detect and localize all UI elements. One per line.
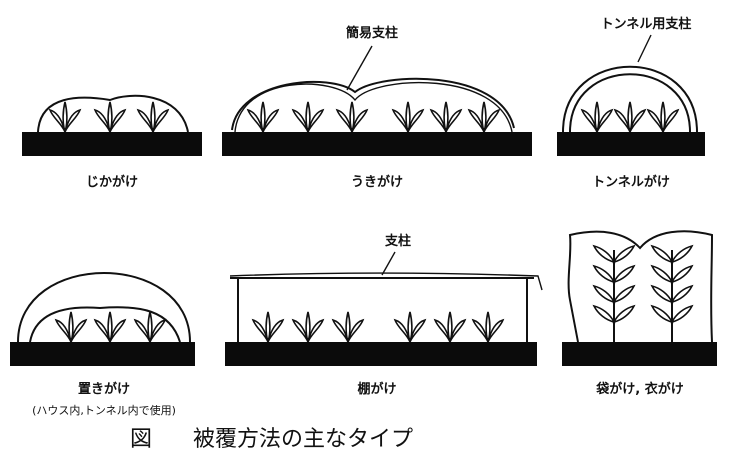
okigake-label: 置きがけ [78,381,130,397]
tunnel-label: トンネルがけ [592,174,670,190]
soil-bed [222,132,532,156]
soil-bed [557,132,705,156]
tunnel-diagram: トンネル用支柱 トンネルがけ [557,16,705,190]
shelf-cover [229,272,543,291]
jikagake-diagram: じかがけ [22,94,202,190]
cover-sheet [231,77,515,131]
support-arch-left [234,81,513,133]
placed-cover [29,306,181,343]
plants [49,101,169,133]
callout-line [637,34,652,63]
fukurogake-diagram: 袋がけ, 衣がけ [562,230,717,397]
fukurogake-label: 袋がけ, 衣がけ [595,381,683,397]
tanagake-diagram: 支柱 棚がけ [225,233,543,397]
house-arch [17,272,191,343]
soil-bed [562,342,717,366]
bag-cover [567,230,714,343]
tunnel-support-callout: トンネル用支柱 [601,16,692,32]
okigake-diagram: 置きがけ (ハウス内,トンネル内で使用) [10,272,195,417]
plants [581,101,679,133]
plants [593,245,693,323]
figure-caption: 図 被覆方法の主なタイプ [130,427,413,452]
soil-bed [10,342,195,366]
ukigake-label: うきがけ [351,174,403,190]
soil-bed [22,132,202,156]
okigake-note: (ハウス内,トンネル内で使用) [32,403,176,417]
plants [252,311,504,343]
plants [55,311,166,343]
floating-cover [37,94,189,133]
support-callout: 支柱 [384,233,411,249]
ukigake-diagram: 簡易支柱 うきがけ [222,25,532,190]
callout-line [346,45,373,91]
tanagake-label: 棚がけ [357,381,396,397]
tunnel-support-outer [562,65,698,133]
jikagake-label: じかがけ [86,174,138,190]
figure-title: 被覆方法の主なタイプ [193,427,413,452]
callout-line [381,251,396,276]
soil-bed [225,342,537,366]
tunnel-support-inner [569,73,691,133]
figure-prefix: 図 [130,427,152,452]
plants [247,101,500,133]
simple-support-callout: 簡易支柱 [345,25,398,41]
